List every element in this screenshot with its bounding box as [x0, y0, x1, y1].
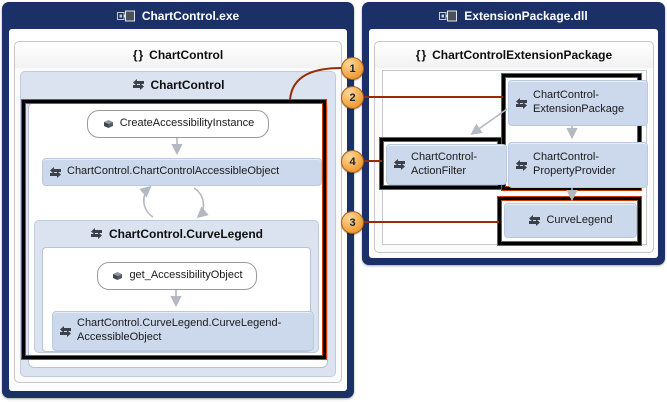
class-node-actionfilter[interactable]: ChartControl-ActionFilter: [386, 144, 507, 185]
class-node-label: ChartControl-PropertyProvider: [533, 151, 616, 177]
callout-badge-2[interactable]: 2: [341, 86, 364, 109]
class-node-label: ChartControl-ExtensionPackage: [533, 89, 625, 115]
method-label: CreateAccessibilityInstance: [119, 117, 255, 130]
assembly-title: ExtensionPackage.dll: [464, 9, 588, 23]
method-node-getaccessibilityobject[interactable]: get_AccessibilityObject: [97, 262, 257, 290]
class-group-header: ChartControl: [21, 72, 335, 97]
badge-number: 2: [349, 91, 356, 104]
assembly-title-bar: ChartControl.exe: [2, 2, 354, 30]
namespace-header: {} ChartControlExtensionPackage: [375, 42, 653, 68]
badge-number: 1: [349, 62, 356, 75]
namespace-header: {} ChartControl: [15, 42, 341, 68]
class-node-curvelegendaccessibleobject[interactable]: ChartControl.CurveLegend.CurveLegend-Acc…: [52, 311, 314, 351]
assembly-title-bar: ExtensionPackage.dll: [362, 2, 665, 30]
type-icon: [60, 325, 71, 337]
callout-badge-1[interactable]: 1: [341, 57, 364, 80]
namespace-icon: {}: [132, 48, 145, 62]
class-node-chartcontrolaccessibleobject[interactable]: ChartControl.ChartControlAccessibleObjec…: [42, 158, 322, 186]
namespace-label: ChartControl: [149, 48, 224, 62]
class-node-curvelegend[interactable]: CurveLegend: [504, 203, 637, 238]
method-label: get_AccessibilityObject: [129, 269, 243, 282]
namespace-label: ChartControlExtensionPackage: [432, 48, 613, 62]
class-node-label: CurveLegend: [546, 213, 613, 226]
type-icon: [516, 159, 527, 171]
namespace-icon: {}: [415, 48, 428, 62]
assembly-title: ChartControl.exe: [141, 9, 240, 23]
type-icon: [529, 215, 541, 226]
class-node-extensionpackage[interactable]: ChartControl-ExtensionPackage: [508, 80, 648, 126]
class-group-label: ChartControl: [150, 77, 225, 92]
assembly-group-extensionpackage-dll[interactable]: ExtensionPackage.dll {} ChartControlExte…: [362, 2, 665, 265]
curvelegend-group-header: ChartControl.CurveLegend: [35, 221, 318, 246]
assembly-icon: [439, 10, 458, 22]
badge-number: 4: [349, 155, 356, 168]
class-node-label: ChartControl-ActionFilter: [411, 150, 478, 177]
type-icon: [50, 166, 61, 178]
callout-badge-3[interactable]: 3: [341, 211, 364, 234]
selection-highlight-1: [22, 100, 326, 359]
class-node-label: ChartControl.CurveLegend.CurveLegend-Acc…: [77, 317, 282, 343]
class-node-label: ChartControl.ChartControlAccessibleObjec…: [67, 165, 280, 178]
type-icon: [516, 97, 527, 109]
curvelegend-group-label: ChartControl.CurveLegend: [108, 226, 263, 241]
badge-number: 3: [349, 216, 356, 229]
method-icon: [103, 120, 113, 128]
type-icon: [132, 79, 144, 90]
class-node-propertyprovider[interactable]: ChartControl-PropertyProvider: [508, 142, 648, 188]
callout-badge-4[interactable]: 4: [341, 150, 364, 173]
assembly-group-chartcontrol-exe[interactable]: ChartControl.exe {} ChartControl ChartCo…: [2, 2, 354, 398]
type-icon: [90, 228, 102, 239]
type-icon: [394, 159, 405, 170]
assembly-icon: [116, 10, 135, 22]
method-icon: [113, 272, 123, 280]
method-node-createaccessibilityinstance[interactable]: CreateAccessibilityInstance: [87, 110, 269, 138]
